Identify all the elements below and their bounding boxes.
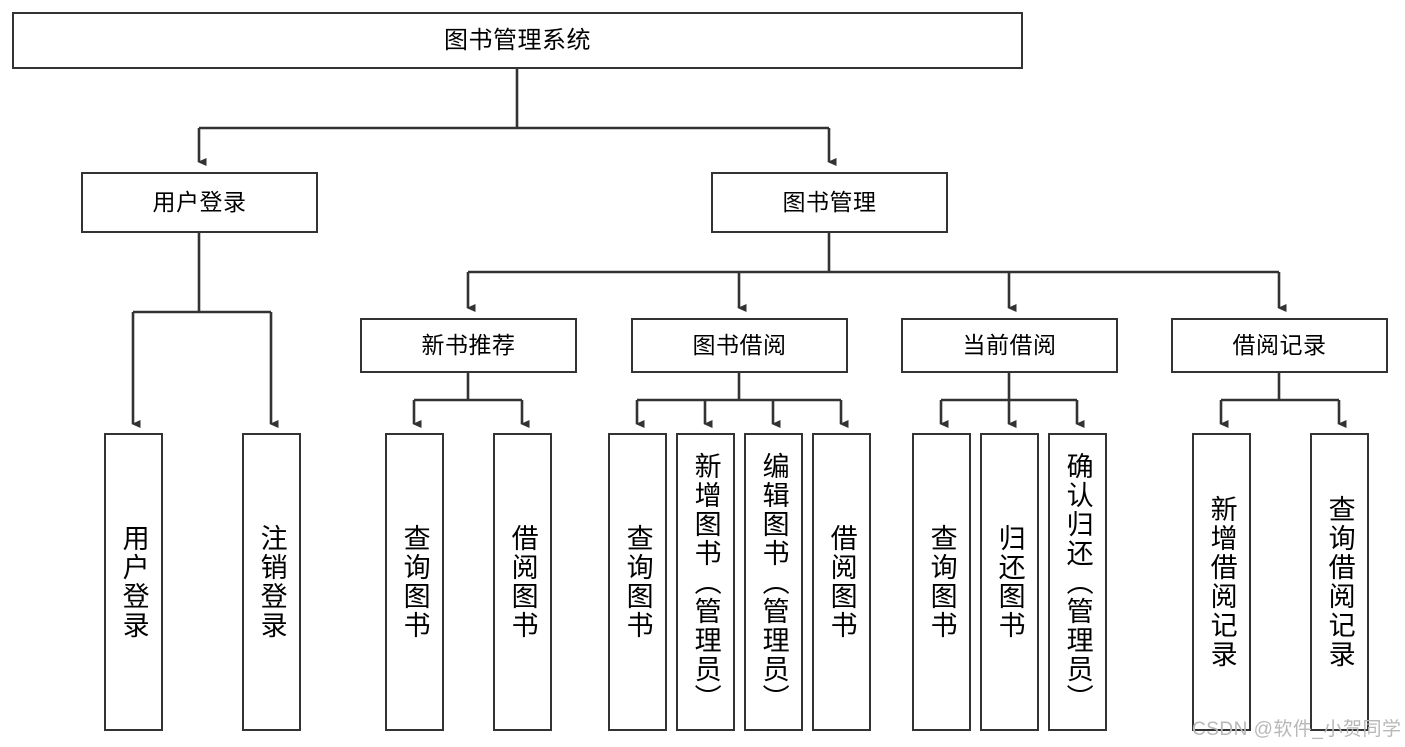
node-book-management[interactable]: 图书管理 [711,172,948,233]
node-root-system[interactable]: 图书管理系统 [12,12,1023,69]
node-new-book-recommend[interactable]: 新书推荐 [360,318,577,373]
node-current-borrow[interactable]: 当前借阅 [901,318,1118,373]
node-label: 编辑图书（管理员） [758,451,789,713]
leaf-nb-query-book[interactable]: 查询图书 [385,433,444,731]
leaf-cb-query-book[interactable]: 查询图书 [912,433,971,731]
watermark-csdn: CSDN @软件_小贺同学 [1192,719,1402,740]
leaf-cb-confirm-return[interactable]: 确认归还（管理员） [1048,433,1107,731]
node-label: 借阅记录 [1232,332,1327,359]
leaf-br-add-record[interactable]: 新增借阅记录 [1192,433,1251,731]
node-user-login[interactable]: 用户登录 [81,172,318,233]
node-label: 新书推荐 [421,332,516,359]
node-label: 确认归还（管理员） [1062,451,1093,713]
node-label: 查询图书 [622,524,653,640]
node-label: 当前借阅 [962,332,1057,359]
node-label: 图书管理系统 [444,26,591,54]
node-label: 查询借阅记录 [1324,495,1355,669]
leaf-user-login[interactable]: 用户登录 [104,433,163,731]
leaf-bb-edit-book[interactable]: 编辑图书（管理员） [744,433,803,731]
node-label: 查询图书 [926,524,957,640]
leaf-logout[interactable]: 注销登录 [242,433,301,731]
node-label: 借阅图书 [826,524,857,640]
node-label: 图书管理 [782,189,877,216]
node-book-borrow[interactable]: 图书借阅 [631,318,848,373]
leaf-cb-return-book[interactable]: 归还图书 [980,433,1039,731]
node-label: 注销登录 [256,524,287,640]
node-label: 归还图书 [994,524,1025,640]
leaf-bb-query-book[interactable]: 查询图书 [608,433,667,731]
leaf-nb-borrow-book[interactable]: 借阅图书 [493,433,552,731]
leaf-bb-borrow-book[interactable]: 借阅图书 [812,433,871,731]
leaf-br-query-record[interactable]: 查询借阅记录 [1310,433,1369,731]
leaf-bb-add-book[interactable]: 新增图书（管理员） [676,433,735,731]
node-label: 查询图书 [399,524,430,640]
node-borrow-record[interactable]: 借阅记录 [1171,318,1388,373]
node-label: 用户登录 [152,189,247,216]
node-label: 借阅图书 [507,524,538,640]
node-label: 图书借阅 [692,332,787,359]
node-label: 新增借阅记录 [1206,495,1237,669]
node-label: 用户登录 [118,524,149,640]
node-label: 新增图书（管理员） [690,451,721,713]
